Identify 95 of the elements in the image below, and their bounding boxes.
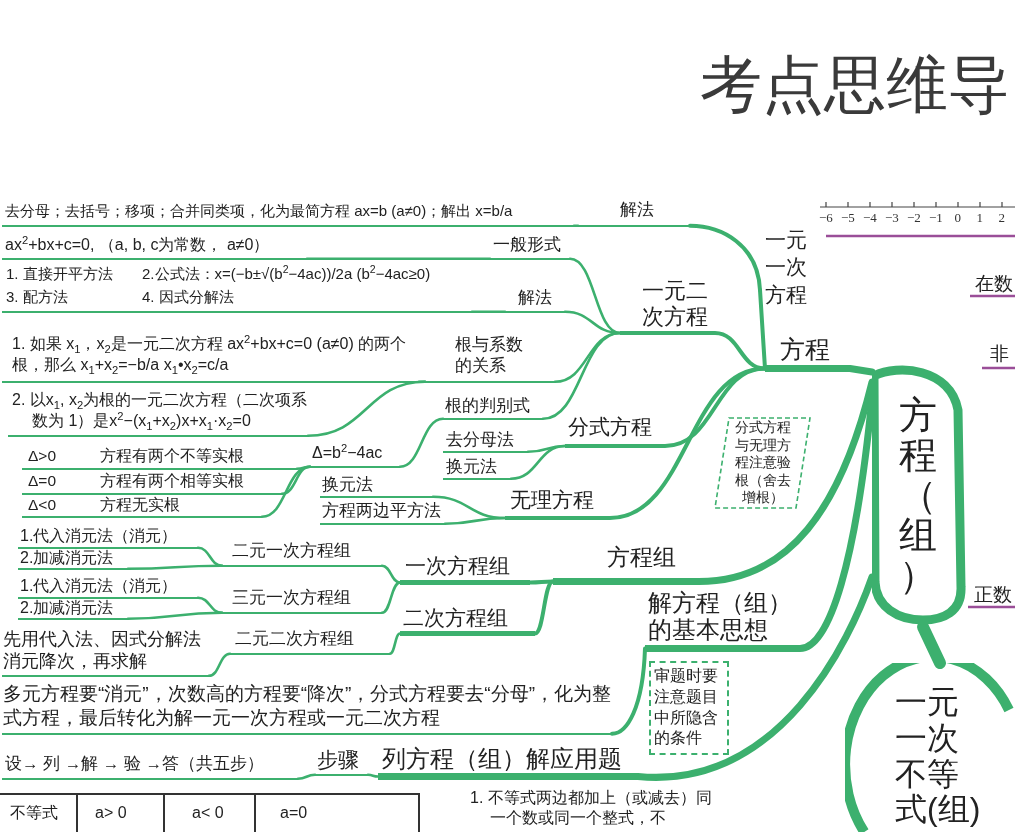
page-title: 考点思维导	[700, 49, 1010, 121]
formula-text: Δ=b$^{2}$−4ac	[310, 440, 400, 468]
branch-line	[917, 621, 946, 669]
branch-topic: 二次方程组	[400, 603, 535, 636]
branch-text: 方程有两个相等实根	[100, 471, 244, 491]
branch-topic: 方程组	[553, 537, 693, 585]
branch-line	[398, 417, 445, 469]
branch-topic: 一元二次方程	[620, 278, 715, 335]
branch-line	[470, 310, 507, 314]
central-topic: 一元一次不等式(组)	[845, 663, 1015, 832]
branch-topic: 解方程（组）的基本思想	[645, 590, 800, 652]
formula-text: Δ=0	[28, 471, 57, 491]
tick-label: 1	[976, 210, 983, 227]
branch-line	[713, 331, 767, 371]
branch-line	[207, 652, 232, 678]
tick-label: −1	[929, 210, 943, 227]
branch-topic: 列方程（组）解应用题	[378, 746, 638, 780]
branch-text: 2.加减消元法	[18, 599, 128, 620]
branch-text: 去分母；去括号；移项；合并同类项，化为最简方程 ax=b (a≠0)；解出 x=b/a	[2, 199, 574, 227]
formula-text: 4. 因式分解法	[142, 288, 234, 307]
tick-label: −2	[907, 210, 921, 227]
note-box: 分式方程与无理方程注意验根（舍去增根）	[713, 416, 812, 510]
branch-topic: 无理方程	[505, 485, 610, 520]
branch-line	[126, 564, 224, 571]
branch-text: 2.加减消元法	[18, 549, 128, 570]
branch-topic: 换元法	[443, 455, 511, 480]
branch-line	[305, 257, 492, 261]
formula-text: Δ<0	[28, 495, 57, 515]
branch-line	[196, 546, 224, 568]
branch-line	[366, 773, 380, 778]
branch-line	[443, 516, 507, 526]
branch-topic: 二元一次方程组	[222, 538, 382, 567]
branch-topic: 换元法	[320, 474, 433, 498]
table-cell: a=0	[256, 793, 420, 832]
branch-topic: 步骤	[315, 748, 368, 776]
tick-label: 2	[998, 210, 1005, 227]
formula-row	[22, 495, 262, 518]
branch-text: 设→ 列 →解 → 验 →答（共五步）	[2, 750, 298, 780]
branch-topic: 解法	[578, 199, 690, 227]
branch-topic: 二元二次方程组	[230, 626, 390, 655]
branch-line	[568, 257, 622, 335]
branch-line	[260, 465, 312, 519]
tick-label: 0	[954, 210, 961, 227]
branch-line	[509, 444, 567, 481]
branch-line	[541, 331, 622, 421]
branch-topic: 一次方程组	[400, 553, 530, 585]
branch-topic: 一元一次方程	[760, 226, 810, 310]
branch-line	[306, 380, 427, 438]
table-cell: 不等式	[0, 793, 78, 832]
branch-line	[388, 632, 402, 656]
formula-text: Δ>0	[28, 446, 57, 466]
table-cell: a> 0	[78, 793, 165, 832]
note-box: 审题时要注意题目中所隐含的条件	[649, 661, 729, 755]
branch-line	[126, 611, 224, 621]
branch-line	[572, 224, 580, 228]
note-text: 1. 不等式两边都加上（或减去）同一个数或同一个整式，不	[470, 788, 713, 828]
tick-label: −5	[841, 210, 855, 227]
branch-topic: 去分母法	[443, 428, 528, 453]
formula-row	[22, 471, 282, 495]
branch-line	[296, 773, 317, 781]
branch-text: 方程有两个不等实根	[100, 446, 244, 466]
branch-topic: 三元一次方程组	[222, 584, 382, 614]
branch-text: 方程无实根	[100, 495, 180, 515]
branch-text: 非	[990, 342, 1009, 366]
branch-text: 1.代入消元法（消元）	[18, 577, 198, 599]
branch-line	[610, 646, 647, 736]
formula-row	[2, 264, 472, 313]
branch-line	[608, 366, 767, 520]
tick-label: −6	[819, 210, 833, 227]
branch-text: 先用代入法、因式分解法消元降次，再求解	[2, 629, 209, 677]
tick-label: −3	[885, 210, 899, 227]
formula-text: 2.公式法：x=(−b±√(b$^{2}$−4ac))/2a (b$^{2}$−4ac≥0)	[142, 265, 431, 284]
branch-line	[196, 596, 224, 615]
branch-text: ax$^{2}$+bx+c=0, （a, b, c为常数， a≠0）	[2, 234, 307, 260]
branch-text: 1.代入消元法（消元）	[18, 527, 198, 549]
branch-topic: 一般形式	[490, 232, 570, 260]
branch-topic: 方程两边平方法	[320, 500, 445, 525]
branch-text: 正数	[974, 583, 1012, 607]
branch-text: 在数	[975, 272, 1013, 296]
branch-topic: 解法	[505, 285, 565, 313]
formula-row	[22, 446, 297, 470]
branch-line	[688, 223, 762, 292]
table-cell: a< 0	[165, 793, 256, 832]
formula-text: 1. 直接开平方法	[6, 265, 113, 284]
branch-topic: 根的判别式	[443, 392, 543, 420]
branch-text: 2. 以x$_{1}$, x$_{2}$为根的一元二次方程（二次项系数为 1）是x$^{2}$−(x$_{1}$+x$_{2}$)x+x$_{1}$·x$_{2}$=0	[8, 388, 308, 437]
branch-line	[380, 581, 402, 615]
branch-line	[533, 579, 555, 636]
tick-label: −4	[863, 210, 877, 227]
branch-text: 1. 如果 x$_{1}$，x$_{2}$是一元二次方程 ax$^{2}$+bx+c=0 (a≠0) 的两个根，那么 x$_{1}$+x$_{2}$=−b/a x$_{1}$•x$_{2}$=c/a	[2, 328, 419, 383]
branch-topic: 方程	[765, 334, 850, 372]
branch-text: 多元方程要“消元”，次数高的方程要“降次”，分式方程要去“分母”，化为整式方程，最后转化为解一元一次方程或一元二次方程	[2, 679, 612, 735]
formula-text: 3. 配方法	[6, 288, 68, 307]
branch-topic: 分式方程	[565, 410, 665, 448]
branch-topic: 根与系数的关系	[425, 328, 555, 383]
